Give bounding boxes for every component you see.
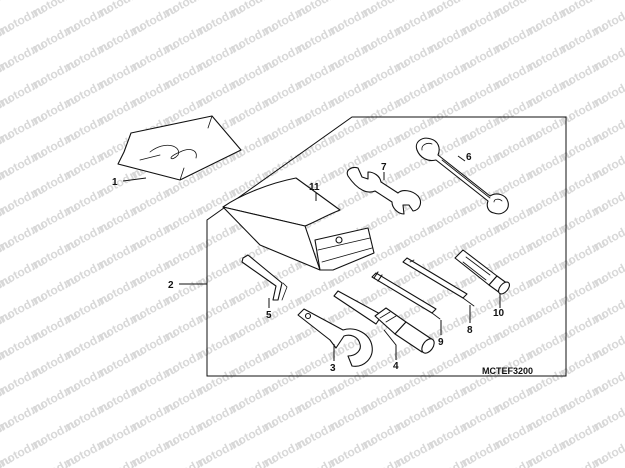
watermark-text: motod.ru	[622, 0, 625, 21]
callout-6: 6	[466, 152, 472, 163]
leader-lines	[122, 155, 501, 361]
watermark-text: motod.ru	[358, 452, 410, 468]
watermark-text: motod.ru	[226, 452, 278, 468]
watermark-text: motod.ru	[424, 452, 476, 468]
callout-9: 9	[438, 337, 444, 348]
part-1-tool-bag	[117, 115, 242, 181]
callout-11: 11	[309, 182, 320, 193]
watermark-text: motod.ru	[94, 452, 146, 468]
callout-labels: 1 2 3 4 5 6 7 8 9 10 11	[112, 152, 505, 374]
callout-5: 5	[266, 310, 272, 321]
part-5-hex-key	[241, 254, 288, 301]
part-11-tool-pouch	[222, 177, 375, 271]
watermark-text: motod.ru	[292, 452, 344, 468]
callout-2: 2	[168, 280, 174, 291]
callout-8: 8	[467, 325, 473, 336]
part-6-combination-wrench	[415, 137, 509, 215]
part-3-pin-spanner	[297, 308, 373, 367]
watermark-text: motod.ru	[28, 452, 80, 468]
watermark-text: motod.ru	[556, 452, 608, 468]
watermark-text: motod.ru	[490, 452, 542, 468]
part-7-open-end-wrench	[346, 166, 422, 215]
callout-4: 4	[393, 361, 399, 372]
part-9-screwdriver	[371, 271, 441, 320]
callout-10: 10	[493, 308, 505, 319]
watermark-text: motod.ru	[160, 452, 212, 468]
callout-3: 3	[330, 363, 336, 374]
callout-7: 7	[381, 162, 387, 173]
diagram-code: MCTEF3200	[482, 366, 533, 376]
part-4-socket-wrench	[333, 290, 435, 354]
part-8-screwdriver	[402, 257, 475, 307]
callout-1: 1	[112, 177, 118, 188]
